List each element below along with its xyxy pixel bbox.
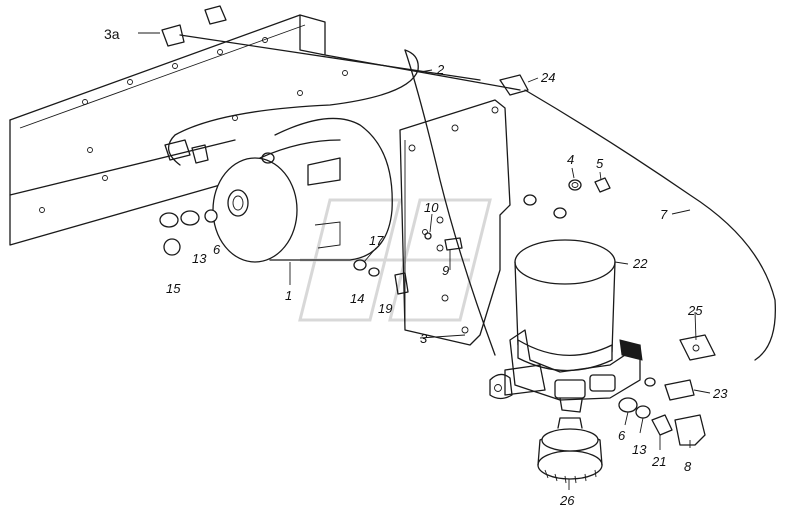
callout-6-left: 6 [213,242,221,257]
leader-lines [138,32,711,490]
callout-9: 9 [442,263,449,278]
callout-17: 17 [369,233,384,248]
callout-4: 4 [567,152,574,167]
callout-14: 14 [350,291,364,306]
callout-13-right: 13 [632,442,647,457]
callout-25: 25 [687,303,703,318]
callout-labels: 3a 2 24 4 5 7 10 17 22 15 13 6 9 14 1 19… [104,26,728,508]
air-tank [212,117,393,263]
callout-3a: 3a [104,26,120,42]
callout-3: 3 [420,331,428,346]
callout-13-left: 13 [192,251,207,266]
callout-22: 22 [632,256,648,271]
callout-10: 10 [424,200,439,215]
callout-19: 19 [378,301,392,316]
callout-7: 7 [660,207,668,222]
callout-26: 26 [559,493,575,508]
mounting-bracket [399,99,511,346]
callout-5: 5 [596,156,604,171]
callout-1: 1 [285,288,292,303]
filter-cap [537,417,603,484]
hoses [168,34,776,361]
callout-21: 21 [651,454,666,469]
callout-23: 23 [712,386,728,401]
air-dryer [489,239,643,413]
fasteners [159,5,716,446]
callout-8: 8 [684,459,692,474]
callout-15: 15 [166,281,181,296]
callout-24: 24 [540,70,555,85]
callout-2: 2 [436,62,445,77]
callout-6-right: 6 [618,428,626,443]
